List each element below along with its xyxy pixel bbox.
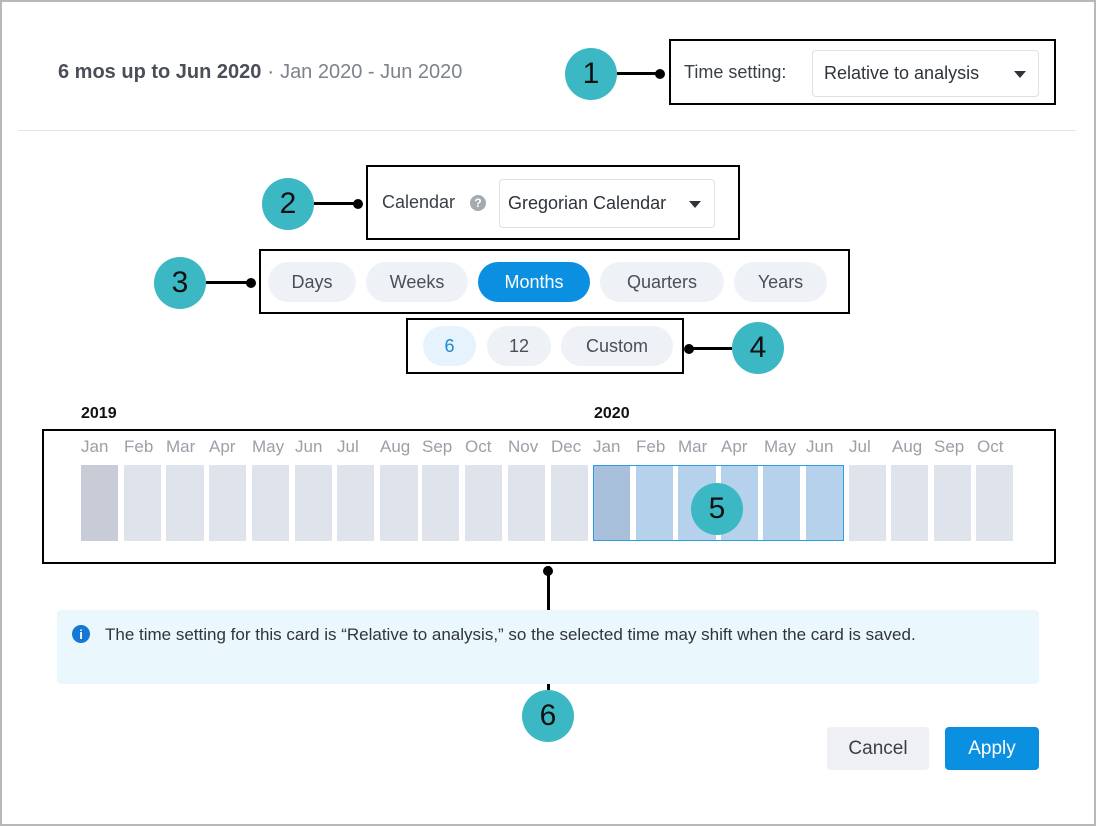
header-divider — [18, 130, 1076, 131]
cancel-button[interactable]: Cancel — [827, 727, 929, 770]
month-label: Jul — [337, 437, 359, 456]
month-label: Nov — [508, 437, 539, 456]
month-cell[interactable] — [252, 465, 289, 541]
month-label: Dec — [551, 437, 582, 456]
time-setting-label: Time setting: — [684, 62, 787, 82]
granularity-days-button[interactable]: Days — [268, 262, 356, 302]
info-banner: i The time setting for this card is “Rel… — [57, 610, 1039, 684]
month-cell[interactable] — [806, 465, 844, 541]
month-label: Apr — [721, 437, 748, 456]
annotation-leader-3 — [206, 281, 250, 284]
month-label: Sep — [422, 437, 453, 456]
month-label: Jul — [849, 437, 871, 456]
annotation-dot-4 — [684, 344, 694, 354]
granularity-months-button[interactable]: Months — [478, 262, 590, 302]
annotation-badge-6: 6 — [522, 690, 574, 742]
annotation-box-1 — [669, 39, 1056, 105]
annotation-dot-1 — [655, 69, 665, 79]
month-label: Mar — [166, 437, 196, 456]
month-cell[interactable] — [166, 465, 204, 541]
month-label: Jan — [81, 437, 109, 456]
annotation-dot-3 — [246, 278, 256, 288]
month-cell[interactable] — [891, 465, 928, 541]
annotation-leader-2 — [314, 202, 358, 205]
calendar-label: Calendar — [382, 192, 456, 212]
month-cell[interactable] — [508, 465, 545, 541]
summary-separator: · — [267, 61, 275, 83]
annotation-box-2 — [366, 165, 740, 240]
month-label: Aug — [380, 437, 411, 456]
month-cell[interactable] — [380, 465, 418, 541]
time-setting-select[interactable]: Relative to analysis — [812, 50, 1039, 97]
month-label: Oct — [465, 437, 492, 456]
month-label: May — [252, 437, 285, 456]
month-cell[interactable] — [465, 465, 502, 541]
annotation-leader-1 — [617, 72, 661, 75]
time-setting-value: Relative to analysis — [824, 63, 980, 83]
month-cell[interactable] — [636, 465, 673, 541]
month-cell[interactable] — [295, 465, 332, 541]
apply-button[interactable]: Apply — [945, 727, 1039, 770]
month-label: Mar — [678, 437, 708, 456]
month-label: Feb — [124, 437, 154, 456]
annotation-badge-5: 5 — [691, 483, 743, 535]
month-label: Feb — [636, 437, 666, 456]
annotation-badge-2: 2 — [262, 178, 314, 230]
month-label: May — [764, 437, 797, 456]
year-label-2019: 2019 — [81, 405, 117, 422]
month-label: Jun — [806, 437, 834, 456]
summary-date-range: Jan 2020 - Jun 2020 — [280, 61, 463, 83]
calendar-select[interactable]: Gregorian Calendar — [499, 179, 715, 228]
month-label: Jun — [295, 437, 323, 456]
month-cell[interactable] — [849, 465, 886, 541]
length-12-button[interactable]: 12 — [487, 326, 551, 366]
length-custom-button[interactable]: Custom — [561, 326, 673, 366]
chevron-down-icon — [1014, 70, 1026, 78]
info-text: The time setting for this card is “Relat… — [105, 625, 916, 644]
month-cell[interactable] — [422, 465, 459, 541]
time-range-summary: 6 mos up to Jun 2020·Jan 2020 - Jun 2020 — [58, 61, 462, 84]
granularity-quarters-button[interactable]: Quarters — [600, 262, 724, 302]
month-cell[interactable] — [337, 465, 374, 541]
calendar-value: Gregorian Calendar — [508, 193, 667, 213]
month-cell[interactable] — [763, 465, 800, 541]
annotation-box-6 — [42, 429, 1056, 564]
month-label: Apr — [209, 437, 236, 456]
chevron-down-icon — [689, 200, 701, 208]
annotation-box-4 — [406, 318, 684, 374]
month-label: Sep — [934, 437, 965, 456]
month-cell[interactable] — [81, 465, 118, 541]
length-6-button[interactable]: 6 — [423, 326, 476, 366]
month-label: Jan — [593, 437, 621, 456]
annotation-badge-3: 3 — [154, 257, 206, 309]
granularity-years-button[interactable]: Years — [734, 262, 827, 302]
year-label-2020: 2020 — [594, 405, 630, 422]
annotation-box-3 — [259, 249, 850, 314]
help-icon[interactable]: ? — [470, 195, 486, 211]
month-cell[interactable] — [934, 465, 971, 541]
annotation-badge-1: 1 — [565, 48, 617, 100]
month-cell[interactable] — [124, 465, 161, 541]
selected-range-frame — [593, 465, 844, 541]
month-label: Aug — [892, 437, 923, 456]
info-icon: i — [72, 625, 90, 643]
month-cell[interactable] — [976, 465, 1013, 541]
annotation-leader-4 — [688, 347, 732, 350]
granularity-weeks-button[interactable]: Weeks — [366, 262, 468, 302]
annotation-badge-4: 4 — [732, 322, 784, 374]
month-cell[interactable] — [209, 465, 246, 541]
annotation-dot-2 — [353, 199, 363, 209]
summary-duration: 6 mos up to Jun 2020 — [58, 61, 262, 83]
annotation-dot-6 — [543, 566, 553, 576]
month-label: Oct — [977, 437, 1004, 456]
month-cell[interactable] — [593, 465, 630, 541]
month-cell[interactable] — [551, 465, 588, 541]
